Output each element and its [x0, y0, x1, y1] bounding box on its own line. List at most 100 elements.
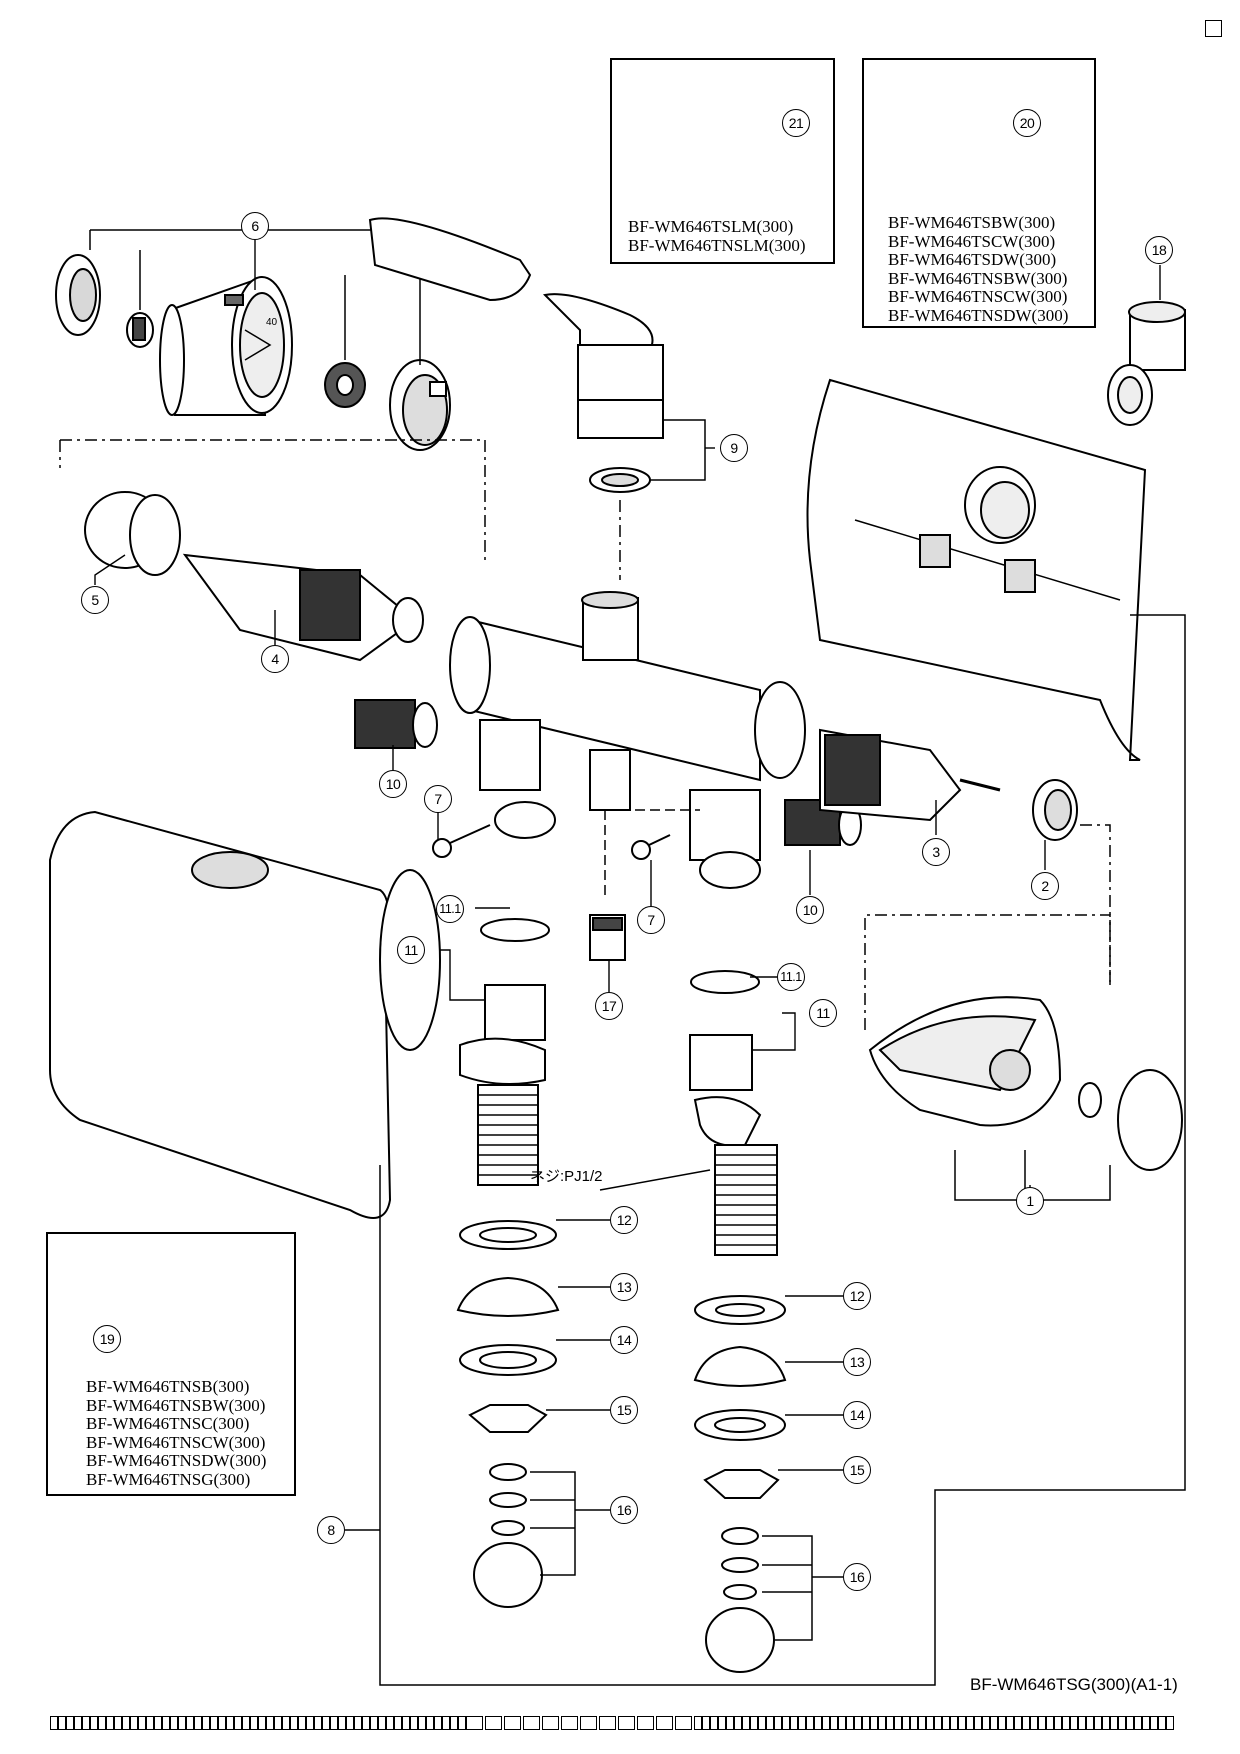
footer-box [710, 1716, 718, 1730]
footer-box [394, 1716, 402, 1730]
footer-box-large [580, 1716, 597, 1730]
part-4-cartridge [84, 491, 424, 662]
part-3-cartridge [819, 728, 1078, 841]
footer-box [902, 1716, 910, 1730]
callout-17: 17 [595, 992, 623, 1020]
callout-5: 5 [81, 586, 109, 614]
footer-box [766, 1716, 774, 1730]
footer-box [122, 1716, 130, 1730]
footer-box [402, 1716, 410, 1730]
footer-box [434, 1716, 442, 1730]
footer-box [726, 1716, 734, 1730]
footer-box [370, 1716, 378, 1730]
footer-box [362, 1716, 370, 1730]
footer-box [918, 1716, 926, 1730]
callout-13a: 13 [610, 1273, 638, 1301]
part-11-right-hose [599, 970, 778, 1256]
corner-checkbox [1205, 20, 1222, 37]
footer-box [934, 1716, 942, 1730]
footer-box-large [523, 1716, 540, 1730]
callout-21: 21 [782, 109, 810, 137]
footer-box [1110, 1716, 1118, 1730]
footer-box [306, 1716, 314, 1730]
footer-box [734, 1716, 742, 1730]
footer-box [998, 1716, 1006, 1730]
footer-box [194, 1716, 202, 1730]
footer-box [1126, 1716, 1134, 1730]
part-17-fitting [589, 914, 626, 961]
callout-11-1a: 11.1 [436, 895, 464, 923]
svg-text:40: 40 [266, 317, 278, 328]
footer-box [418, 1716, 426, 1730]
footer-box [250, 1716, 258, 1730]
callout-15b: 15 [843, 1456, 871, 1484]
footer-box [66, 1716, 74, 1730]
thread-spec-label: ネジ:PJ1/2 [530, 1168, 603, 1185]
footer-box [98, 1716, 106, 1730]
footer-box-large [618, 1716, 635, 1730]
footer-box [814, 1716, 822, 1730]
footer-box [990, 1716, 998, 1730]
footer-box [242, 1716, 250, 1730]
footer-box [130, 1716, 138, 1730]
footer-box [1014, 1716, 1022, 1730]
footer-box [178, 1716, 186, 1730]
footer-box [234, 1716, 242, 1730]
footer-box [90, 1716, 98, 1730]
footer-box-large [675, 1716, 692, 1730]
footer-box [838, 1716, 846, 1730]
footer-box [1118, 1716, 1126, 1730]
footer-box [410, 1716, 418, 1730]
footer-box [1134, 1716, 1142, 1730]
footer-box [774, 1716, 782, 1730]
main-valve-body [449, 591, 806, 900]
footer-box [846, 1716, 854, 1730]
footer-box [170, 1716, 178, 1730]
footer-box [106, 1716, 114, 1730]
part-21-variants: BF-WM646TSLM(300) BF-WM646TNSLM(300) [628, 217, 806, 255]
part-20-variants: BF-WM646TSBW(300) BF-WM646TSCW(300) BF-W… [888, 213, 1069, 325]
footer-box [1046, 1716, 1054, 1730]
callout-2: 2 [1031, 872, 1059, 900]
callout-6: 6 [241, 212, 269, 240]
footer-box-large [485, 1716, 502, 1730]
footer-box [1038, 1716, 1046, 1730]
footer-box [1158, 1716, 1166, 1730]
callout-1: 1 [1016, 1187, 1044, 1215]
callout-10a: 10 [379, 770, 407, 798]
part-20-box [862, 58, 1096, 328]
footer-box [58, 1716, 66, 1730]
footer-box-large [599, 1716, 616, 1730]
footer-box [138, 1716, 146, 1730]
callout-4: 4 [261, 645, 289, 673]
footer-box [822, 1716, 830, 1730]
footer-box [258, 1716, 266, 1730]
footer-box [806, 1716, 814, 1730]
footer-box [894, 1716, 902, 1730]
part-8-cover [49, 614, 1186, 1686]
footer-box [210, 1716, 218, 1730]
right-washer-stack [693, 1295, 813, 1673]
footer-box [870, 1716, 878, 1730]
left-washer-stack [456, 1220, 576, 1608]
callout-11a: 11 [397, 936, 425, 964]
footer-box [1142, 1716, 1150, 1730]
footer-box [750, 1716, 758, 1730]
footer-box [926, 1716, 934, 1730]
footer-box [450, 1716, 458, 1730]
callout-7a: 7 [424, 785, 452, 813]
footer-box [50, 1716, 58, 1730]
callout-8: 8 [317, 1516, 345, 1544]
callout-13b: 13 [843, 1348, 871, 1376]
footer-box [1102, 1716, 1110, 1730]
footer-box [386, 1716, 394, 1730]
footer-box [442, 1716, 450, 1730]
footer-box [330, 1716, 338, 1730]
footer-box [186, 1716, 194, 1730]
part-21-box [610, 58, 835, 264]
footer-box [146, 1716, 154, 1730]
callout-19: 19 [93, 1325, 121, 1353]
part-11-left-hose [459, 918, 550, 1186]
footer-box-large [561, 1716, 578, 1730]
footer-box [974, 1716, 982, 1730]
